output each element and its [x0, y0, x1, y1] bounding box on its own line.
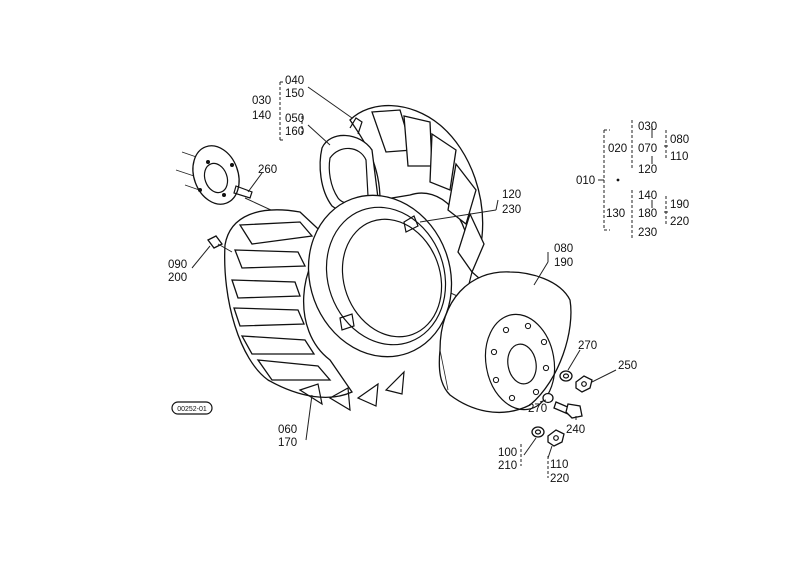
label-040: 040: [285, 75, 304, 87]
label-060: 060: [278, 424, 297, 436]
parts-tree: [598, 120, 668, 240]
label-230: 230: [502, 204, 521, 216]
nut-250: [575, 375, 593, 393]
drawing-stamp: 00252-01: [171, 401, 213, 415]
tire-tread-upper: [349, 104, 490, 325]
tree-110: 110: [670, 151, 688, 163]
tree-220: 220: [670, 216, 689, 228]
label-120: 120: [502, 189, 521, 201]
nut-100: [531, 426, 545, 438]
bolt-240: [553, 401, 583, 419]
valve-bolt: [207, 235, 233, 253]
label-140: 140: [252, 110, 271, 122]
tree-190: 190: [670, 199, 689, 211]
label-250: 250: [618, 360, 637, 372]
label-170: 170: [278, 437, 297, 449]
label-150: 150: [285, 88, 304, 100]
tree-080: 080: [670, 134, 689, 146]
tree-labels: 010 020 130 030 070 120 080 110 140 180 …: [576, 121, 689, 239]
label-240: 240: [566, 424, 585, 436]
tree-130: 130: [606, 208, 625, 220]
label-030: 030: [252, 95, 271, 107]
label-090: 090: [168, 259, 187, 271]
label-220: 220: [550, 473, 569, 485]
tree-120: 120: [638, 164, 657, 176]
label-190: 190: [554, 257, 573, 269]
label-160: 160: [285, 126, 304, 138]
tree-030: 030: [638, 121, 657, 133]
label-050: 050: [285, 113, 304, 125]
wheel-rim: [307, 194, 453, 358]
label-270b: 270: [528, 403, 547, 415]
tree-180: 180: [638, 208, 657, 220]
tree-010: 010: [576, 175, 595, 187]
label-200: 200: [168, 272, 187, 284]
tree-020: 020: [608, 143, 627, 155]
tree-230: 230: [638, 227, 657, 239]
tree-070: 070: [638, 143, 657, 155]
tire: [224, 209, 405, 412]
label-260: 260: [258, 164, 277, 176]
tree-140: 140: [638, 190, 657, 202]
stamp-text: 00252-01: [177, 406, 207, 413]
label-270a: 270: [578, 340, 597, 352]
wheel-disc: [438, 271, 572, 413]
label-210: 210: [498, 460, 517, 472]
nut-110: [547, 429, 565, 447]
label-100: 100: [498, 447, 517, 459]
callout-labels: 040 150 030 140 050 160 260 120 230 090 …: [168, 75, 637, 485]
leader-lines: [191, 81, 617, 478]
hub-flange: [175, 145, 253, 205]
label-110: 110: [550, 459, 568, 471]
nut-270a: [559, 370, 573, 382]
washer-270b: [542, 392, 554, 404]
label-080: 080: [554, 243, 573, 255]
